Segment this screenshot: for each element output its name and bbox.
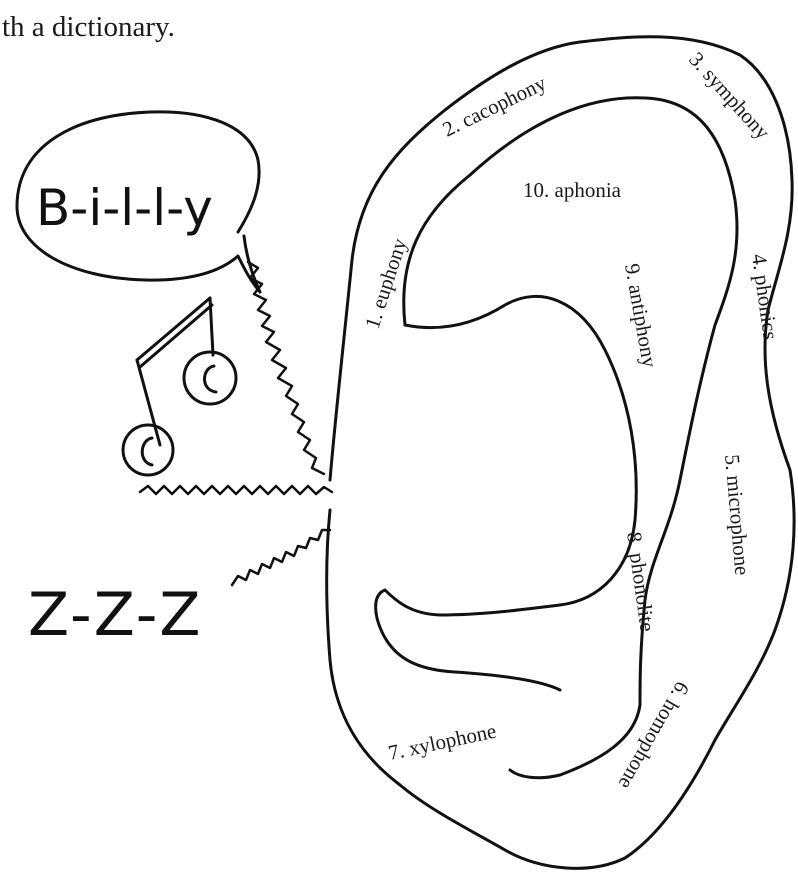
sound-waves: [138, 260, 334, 587]
label-antiphony: 9. antiphony: [620, 262, 662, 370]
speech-bubble-text: B-i-l-l-y: [36, 179, 213, 237]
speech-bubble: B-i-l-l-y: [15, 110, 262, 294]
label-cacophony: 2. cacophony: [439, 71, 551, 142]
label-xylophone: 7. xylophone: [386, 719, 498, 765]
label-microphone: 5. microphone: [720, 453, 754, 576]
snore-text: Z-Z-Z: [28, 580, 203, 650]
label-symphony: 3. symphony: [684, 47, 775, 144]
header-text: th a dictionary.: [2, 11, 175, 43]
ear-helix-inner: [402, 96, 739, 780]
ear-antihelix: [374, 295, 638, 692]
music-note-icon: [121, 296, 238, 477]
wavy-line-lower: [230, 528, 332, 587]
label-phonics: 4. phonics: [747, 252, 783, 341]
wavy-line-middle: [138, 484, 334, 496]
wavy-line-upper: [246, 260, 326, 476]
ear-outer-outline: [325, 35, 796, 870]
label-phonolite: 8. phonolite: [622, 530, 660, 633]
speech-bubble-outline: [15, 110, 262, 294]
label-aphonia: 10. aphonia: [523, 178, 622, 202]
